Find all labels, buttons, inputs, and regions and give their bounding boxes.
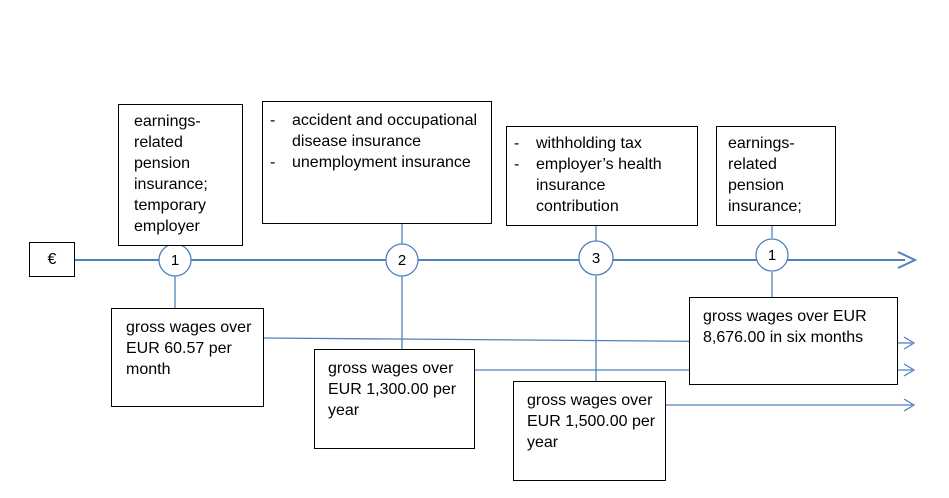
milestone-3: 3 [578, 240, 614, 276]
threshold-box-3-text: gross wages over EUR 1,500.00 per year [527, 392, 656, 451]
threshold-box-4-text: gross wages over EUR 8,676.00 in six mon… [703, 308, 867, 346]
insurance-box-4: earnings-related pension insurance; [716, 126, 836, 226]
currency-box: € [29, 242, 75, 277]
threshold-box-2-text: gross wages over EUR 1,300.00 per year [328, 360, 457, 419]
currency-symbol: € [47, 251, 57, 268]
threshold-box-2: gross wages over EUR 1,300.00 per year [314, 349, 475, 449]
insurance-box-3-item-2: employer’s health insurance contribution [514, 154, 689, 217]
milestone-4-number: 1 [768, 247, 776, 264]
milestone-3-number: 3 [592, 250, 600, 267]
insurance-box-2-list: accident and occupational disease insura… [270, 110, 483, 173]
threshold-arrowhead-1 [903, 336, 916, 350]
insurance-box-1: earnings-related pension insurance; temp… [118, 104, 243, 246]
threshold-box-1-text: gross wages over EUR 60.57 per month [126, 319, 252, 378]
threshold-arrowhead-2 [903, 363, 916, 377]
insurance-box-2-item-1: accident and occupational disease insura… [270, 110, 483, 152]
milestone-2: 2 [385, 243, 419, 277]
milestone-4: 1 [755, 238, 789, 272]
insurance-box-3-item-1: withholding tax [514, 133, 689, 154]
insurance-box-2-item-2: unemployment insurance [270, 152, 483, 173]
milestone-2-number: 2 [398, 252, 406, 269]
insurance-box-3: withholding tax employer’s health insura… [506, 126, 698, 226]
milestone-1: 1 [158, 243, 192, 277]
threshold-box-3: gross wages over EUR 1,500.00 per year [513, 381, 666, 481]
threshold-arrowhead-3 [903, 398, 916, 412]
insurance-box-2: accident and occupational disease insura… [262, 101, 492, 224]
insurance-box-3-list: withholding tax employer’s health insura… [514, 133, 689, 217]
milestone-1-number: 1 [171, 252, 179, 269]
threshold-box-1: gross wages over EUR 60.57 per month [111, 308, 264, 407]
timeline-arrowhead [897, 251, 918, 269]
insurance-box-1-text: earnings-related pension insurance; temp… [134, 113, 208, 235]
insurance-box-4-text: earnings-related pension insurance; [728, 135, 802, 215]
threshold-box-4: gross wages over EUR 8,676.00 in six mon… [689, 297, 898, 385]
